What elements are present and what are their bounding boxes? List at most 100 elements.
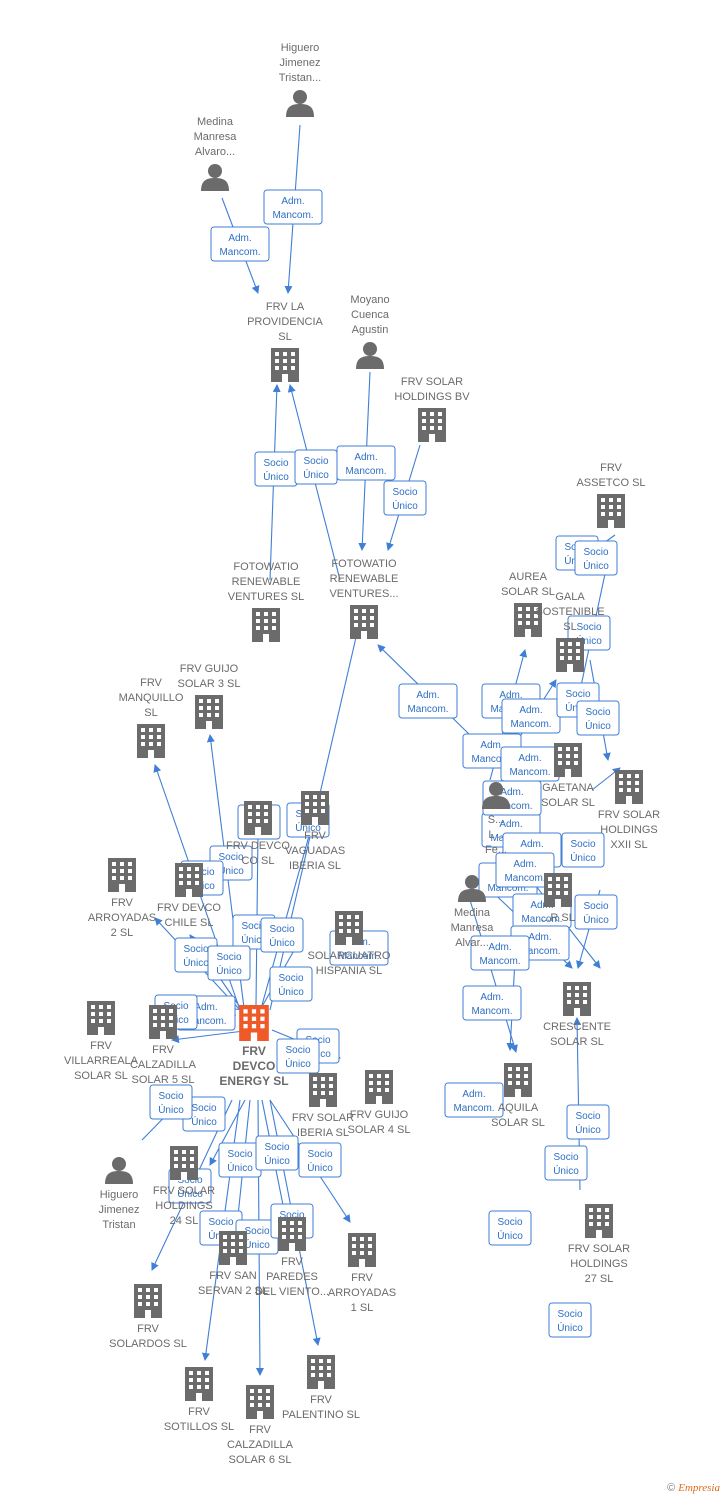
edge-label-adm-mancom[interactable]: Adm.Mancom.	[263, 189, 323, 225]
node-label: FRV	[304, 830, 326, 842]
node-label: FRV	[310, 1394, 332, 1406]
edge-label-text: Adm.	[530, 900, 553, 911]
node-hig1[interactable]: HigueroJimenezTristan...	[279, 42, 321, 117]
building-icon	[149, 1005, 177, 1039]
edge-label-adm-mancom[interactable]: Adm.Mancom.	[470, 935, 530, 971]
building-icon	[170, 1146, 198, 1180]
node-foto2[interactable]: FOTOWATIORENEWABLEVENTURES...	[329, 558, 399, 639]
node-label: Medina	[197, 116, 234, 128]
edge-label-text: Único	[278, 985, 304, 998]
edge-label-text: Adm.	[194, 1002, 217, 1013]
edge-label-adm-mancom[interactable]: Adm.Mancom.	[501, 698, 561, 734]
node-label: SOLAR 6 SL	[229, 1454, 292, 1466]
empresia-logo[interactable]: Empresia	[678, 1482, 720, 1494]
node-label: 2 SL	[111, 927, 134, 939]
node-label: SOLARCUATRO	[308, 950, 391, 962]
edge-label-text: Socio	[263, 458, 288, 469]
edge-label-text: Único	[183, 956, 209, 969]
node-med1[interactable]: MedinaManresaAlvaro...	[194, 116, 238, 191]
edge-label-text: Mancom.	[219, 247, 260, 258]
edge-label-text: Adm.	[480, 992, 503, 1003]
edge-label-text: Mancom.	[510, 719, 551, 730]
node-med2[interactable]: MedinaManresaAlvar...	[451, 875, 495, 949]
node-fe[interactable]: S...L...Fe...	[482, 782, 510, 856]
edge-label-adm-mancom[interactable]: Adm.Mancom.	[444, 1082, 504, 1118]
node-label: FRV	[242, 1044, 266, 1058]
edge-label-text: Único	[553, 1164, 579, 1177]
edge-label-adm-mancom[interactable]: Adm.Mancom.	[336, 445, 396, 481]
node-label: GAETANA	[542, 782, 594, 794]
node-label: DEL VIENTO...	[255, 1286, 329, 1298]
node-xsr[interactable]: ...R SL	[541, 873, 575, 924]
node-label: 1 SL	[351, 1302, 374, 1314]
node-label: S...	[488, 814, 505, 826]
node-label: SL	[278, 331, 291, 343]
edge-label-adm-mancom[interactable]: Adm.Mancom.	[500, 746, 560, 782]
edge-label-adm-mancom[interactable]: Adm.Mancom.	[210, 226, 270, 262]
node-label: FRV GUIJO	[350, 1109, 409, 1121]
edge-label-text: Socio	[191, 1103, 216, 1114]
edge-label-text: Socio	[497, 1217, 522, 1228]
node-label: IBERIA SL	[289, 860, 341, 872]
building-icon	[175, 863, 203, 897]
node-label: SOLAR 3 SL	[178, 678, 241, 690]
edge-label-adm-mancom[interactable]: Adm.Mancom.	[398, 683, 458, 719]
edge-label-adm-mancom[interactable]: Adm.Mancom.	[462, 985, 522, 1021]
edge-label-adm-mancom[interactable]: Adm.Mancom.	[495, 852, 555, 888]
